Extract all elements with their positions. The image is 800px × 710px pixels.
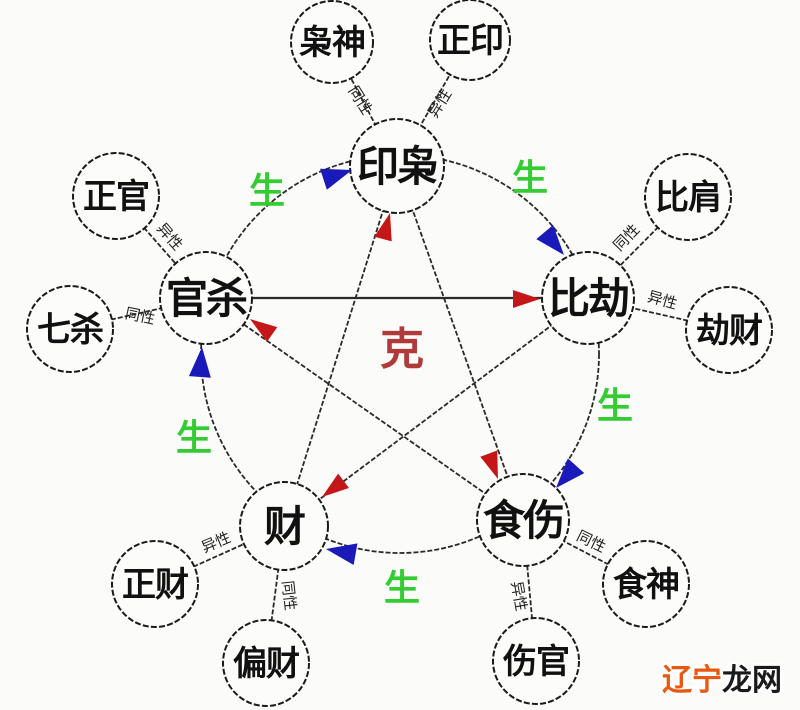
node-guansha-circle bbox=[159, 251, 253, 345]
node-bijian-circle bbox=[644, 153, 732, 241]
node-jiecai-label: 劫财 bbox=[696, 311, 762, 351]
node-qisha-label: 七杀 bbox=[37, 310, 103, 350]
node-yinxiao-label: 印枭 bbox=[357, 142, 437, 191]
watermark-part2: 龙网 bbox=[722, 663, 782, 698]
sheng-arrow-to-guansha bbox=[188, 347, 211, 378]
node-bijie-label: 比劫 bbox=[548, 274, 628, 323]
sheng-label-bijie-shishang: 生 bbox=[597, 386, 633, 427]
relation-label-shangguan: 异性 bbox=[507, 580, 530, 613]
relation-label-xiaoshen: 同性 bbox=[345, 83, 376, 118]
node-shangguan-circle bbox=[492, 617, 580, 705]
node-shangguan-label: 伤官 bbox=[502, 642, 569, 682]
node-xiaoshen-circle bbox=[290, 0, 374, 84]
node-bijie-circle bbox=[541, 251, 635, 345]
sheng-arrow-to-cai bbox=[326, 543, 358, 566]
node-zhengyin-label: 正印 bbox=[437, 21, 503, 61]
watermark: 辽宁龙网 bbox=[662, 663, 782, 698]
node-piancai-circle bbox=[222, 619, 310, 707]
relation-label-jiecai: 异性 bbox=[645, 287, 679, 313]
node-shishen-label: 食神 bbox=[613, 565, 679, 605]
node-cai-label: 财 bbox=[264, 502, 305, 551]
sheng-label-cai-guansha: 生 bbox=[176, 418, 212, 459]
sheng-arrow-to-bijie bbox=[536, 224, 564, 255]
node-qisha-circle bbox=[26, 285, 114, 373]
watermark-part1: 辽宁 bbox=[662, 663, 722, 698]
sheng-label-yinxiao-bijie: 生 bbox=[512, 158, 548, 199]
node-piancai-label: 偏财 bbox=[233, 644, 299, 684]
node-shishang-label: 食伤 bbox=[483, 496, 563, 545]
ke-arrow-to-shishang bbox=[480, 450, 498, 479]
relation-label-zhengguan: 异性 bbox=[153, 219, 186, 253]
ke-arrow-to-yinxiao bbox=[374, 213, 392, 242]
ke-center-label: 克 bbox=[380, 324, 424, 375]
relation-label-bijian: 同性 bbox=[610, 220, 644, 254]
node-zhengcai-circle bbox=[111, 540, 199, 628]
node-bijian-label: 比肩 bbox=[655, 178, 721, 218]
node-shishen-circle bbox=[602, 540, 690, 628]
ke-arrow-to-cai bbox=[322, 473, 349, 497]
ke-line-shishang-guansha bbox=[205, 297, 524, 521]
ke-arrow-to-guansha bbox=[250, 319, 278, 342]
sheng-label-guansha-yinxiao: 生 bbox=[249, 171, 285, 212]
relation-label-piancai: 同性 bbox=[278, 580, 299, 612]
node-yinxiao-circle bbox=[349, 118, 445, 214]
node-cai-circle bbox=[239, 481, 329, 571]
node-shishang-circle bbox=[476, 473, 570, 567]
sheng-arrow-to-yinxiao bbox=[320, 168, 352, 190]
relation-label-qisha: 同性 bbox=[123, 304, 156, 328]
node-guansha-label: 官杀 bbox=[166, 274, 247, 323]
relation-label-shishen: 同性 bbox=[574, 527, 609, 556]
node-zhengguan-label: 正官 bbox=[83, 177, 149, 217]
node-zhengyin-circle bbox=[429, 0, 511, 81]
sheng-arrow-to-shishang bbox=[556, 458, 585, 488]
sheng-label-shishang-cai: 生 bbox=[384, 568, 420, 609]
node-zhengcai-label: 正财 bbox=[122, 565, 188, 605]
relation-label-zhengcai: 异性 bbox=[199, 528, 234, 556]
node-jiecai-circle bbox=[685, 286, 773, 374]
node-zhengguan-circle bbox=[72, 152, 160, 240]
relation-label-zhengyin: 异性 bbox=[424, 86, 455, 121]
ke-arrow-to-bijie bbox=[513, 290, 540, 308]
node-xiaoshen-label: 枭神 bbox=[299, 23, 365, 63]
